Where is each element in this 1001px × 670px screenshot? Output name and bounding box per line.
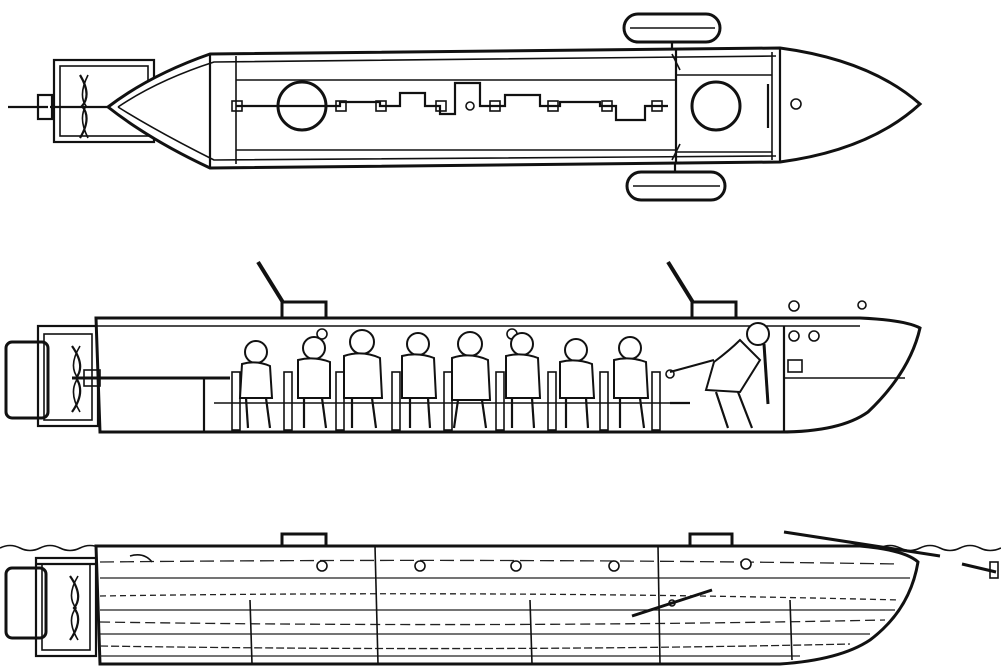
crew-member-9-pilot	[665, 322, 803, 429]
pilot-crank-arm	[669, 358, 715, 374]
section-portholes	[316, 300, 867, 342]
section-view	[4, 260, 922, 434]
exterior-portholes	[316, 558, 752, 572]
pilot-steering-lever	[762, 343, 770, 405]
crew-member-2	[283, 336, 331, 431]
section-crew	[231, 322, 803, 431]
plan-compass-icon	[790, 98, 802, 110]
exterior-rudder	[4, 566, 48, 640]
plan-hull	[105, 46, 923, 170]
exterior-hull-plating	[99, 545, 910, 665]
crew-member-6	[495, 332, 542, 431]
exterior-view	[0, 530, 1001, 666]
crew-member-5	[443, 331, 492, 431]
crew-member-3	[335, 329, 384, 431]
crew-member-7	[547, 338, 596, 431]
exterior-diving-plane	[631, 588, 713, 618]
pilot-compass-box	[787, 359, 803, 373]
section-rudder	[4, 340, 50, 420]
exterior-hull	[94, 544, 920, 666]
crew-member-8	[599, 336, 661, 431]
exterior-spar-torpedo	[783, 530, 941, 558]
plan-forward-hatch	[690, 80, 742, 132]
plan-diving-planes	[622, 12, 727, 202]
plan-crankshaft	[236, 81, 668, 122]
crew-member-1	[231, 340, 274, 431]
section-forward-snorkel	[666, 260, 696, 306]
plan-view	[8, 12, 923, 202]
crew-member-4	[391, 332, 438, 431]
exterior-propeller	[69, 575, 80, 641]
section-aft-snorkel	[256, 260, 286, 306]
